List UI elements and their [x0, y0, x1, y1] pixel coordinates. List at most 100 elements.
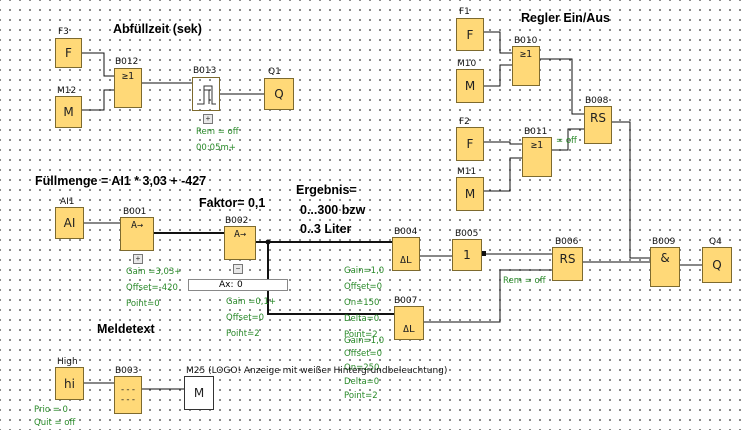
- b007-gain: Gain=1,0: [344, 336, 385, 346]
- block-q1[interactable]: Q: [264, 78, 294, 110]
- wire-b011-b008: [552, 128, 584, 151]
- block-f1[interactable]: F: [456, 18, 484, 51]
- label-b010: B010: [514, 36, 538, 46]
- block-b003[interactable]: --- ---: [114, 376, 142, 414]
- b002-collapse-icon[interactable]: −: [233, 264, 243, 274]
- block-m25[interactable]: M: [184, 376, 214, 410]
- label-b008: B008: [585, 96, 609, 106]
- block-b001[interactable]: A→: [120, 217, 154, 251]
- block-f2[interactable]: F: [456, 127, 484, 161]
- m11-symbol: M: [464, 187, 476, 201]
- b006-rem: Rem = off: [503, 276, 546, 286]
- b004-gain: Gain=1,0: [344, 266, 385, 276]
- title-regler: Regler Ein/Aus: [521, 11, 610, 25]
- label-b005: B005: [455, 229, 479, 239]
- block-ai1[interactable]: AI: [55, 207, 84, 239]
- label-b006: B006: [555, 237, 579, 247]
- block-m10[interactable]: M: [456, 69, 484, 103]
- m25-symbol: M: [193, 386, 205, 400]
- ax-label: Ax:: [219, 280, 234, 290]
- b001-offset: Offset=-420: [126, 283, 178, 293]
- b001-expand-icon[interactable]: +: [133, 254, 143, 264]
- b013-pulse-glyph: [197, 85, 216, 105]
- wire-junction: [265, 239, 271, 245]
- block-m12[interactable]: M: [55, 96, 82, 128]
- b004-offset: Offset=0: [344, 282, 383, 292]
- block-b007[interactable]: ΔL: [394, 306, 424, 340]
- f3-symbol: F: [65, 46, 72, 60]
- ai1-symbol: AI: [63, 216, 76, 230]
- label-q1: Q1: [268, 67, 281, 77]
- wire-b007-b006: [424, 269, 552, 323]
- b008-symbol: RS: [590, 111, 606, 125]
- wire-branch-b007: [267, 242, 394, 315]
- ax-value-box[interactable]: Ax: 0: [188, 279, 288, 291]
- f2-symbol: F: [466, 137, 474, 151]
- q4-symbol: Q: [712, 258, 722, 272]
- b002-symbol: A→: [233, 229, 247, 240]
- block-b006[interactable]: RS: [552, 247, 583, 281]
- block-b008[interactable]: RS: [584, 106, 612, 144]
- wire-f2-b011: [484, 141, 522, 145]
- b007-symbol: ΔL: [402, 324, 416, 335]
- title-fuellmenge: Füllmenge = AI1 * 3,03 + -427: [35, 174, 207, 188]
- block-b004[interactable]: ΔL: [392, 237, 420, 271]
- m10-symbol: M: [464, 79, 476, 93]
- block-b005[interactable]: 1: [452, 239, 482, 271]
- b004-on: On=150: [344, 298, 380, 308]
- block-b002[interactable]: A→: [224, 226, 256, 260]
- b003-symbol: --- ---: [119, 385, 137, 405]
- b001-symbol: A→: [130, 220, 144, 231]
- b002-point: Point=2: [226, 329, 260, 339]
- label-b003: B003: [115, 366, 139, 376]
- label-b001: B001: [123, 207, 147, 217]
- wire-connector-b005: [482, 251, 486, 256]
- b004-symbol: ΔL: [399, 255, 413, 266]
- wire-b008-b009: [612, 121, 650, 259]
- title-meldetext: Meldetext: [97, 322, 155, 336]
- label-ai1: AI1: [60, 197, 75, 207]
- label-b002: B002: [225, 216, 249, 226]
- f1-symbol: F: [466, 27, 474, 42]
- b004-point: Point=2: [344, 330, 378, 340]
- block-b011[interactable]: ≥1: [522, 137, 552, 177]
- b002-gain: Gain =0,1+: [226, 297, 277, 307]
- b004-delta: Delta=0: [344, 314, 380, 324]
- b005-symbol: 1: [463, 248, 471, 262]
- block-b013[interactable]: [192, 77, 220, 111]
- block-q4[interactable]: Q: [702, 247, 732, 283]
- b001-point: Point=0: [126, 299, 160, 309]
- block-b009[interactable]: &: [650, 247, 680, 287]
- title-ergebnis-1: Ergebnis=: [296, 183, 357, 197]
- block-f3[interactable]: F: [55, 38, 82, 68]
- b009-symbol: &: [660, 251, 670, 265]
- b011-symbol: ≥1: [530, 140, 544, 151]
- block-high[interactable]: hi: [55, 367, 84, 400]
- block-b010[interactable]: ≥1: [512, 46, 540, 86]
- wire-f3-b012: [82, 52, 114, 77]
- high-symbol: hi: [64, 376, 75, 391]
- b007-on: On=250: [344, 363, 380, 373]
- b001-gain: Gain =3,03+: [126, 267, 182, 277]
- b006-symbol: RS: [559, 252, 576, 266]
- label-high: High: [57, 357, 78, 367]
- m12-symbol: M: [63, 105, 74, 119]
- label-b012: B012: [115, 57, 139, 67]
- wire-m11-b011: [484, 157, 522, 192]
- b013-rem: Rem = off: [196, 127, 239, 137]
- label-b009: B009: [652, 237, 676, 247]
- b007-offset: Offset=0: [344, 349, 383, 359]
- title-ergebnis-3: 0..3 Liter: [300, 222, 352, 236]
- b013-expand-icon[interactable]: +: [203, 114, 213, 124]
- block-m11[interactable]: M: [456, 177, 484, 211]
- title-ergebnis-2: 0...300 bzw: [300, 203, 366, 217]
- label-b004: B004: [394, 227, 418, 237]
- label-m10: M10: [457, 59, 477, 69]
- label-b013: B013: [193, 66, 217, 76]
- block-b012[interactable]: ≥1: [114, 68, 142, 108]
- label-q4: Q4: [709, 237, 722, 247]
- b012-symbol: ≥1: [121, 71, 135, 82]
- wire-m10-b010: [484, 64, 512, 87]
